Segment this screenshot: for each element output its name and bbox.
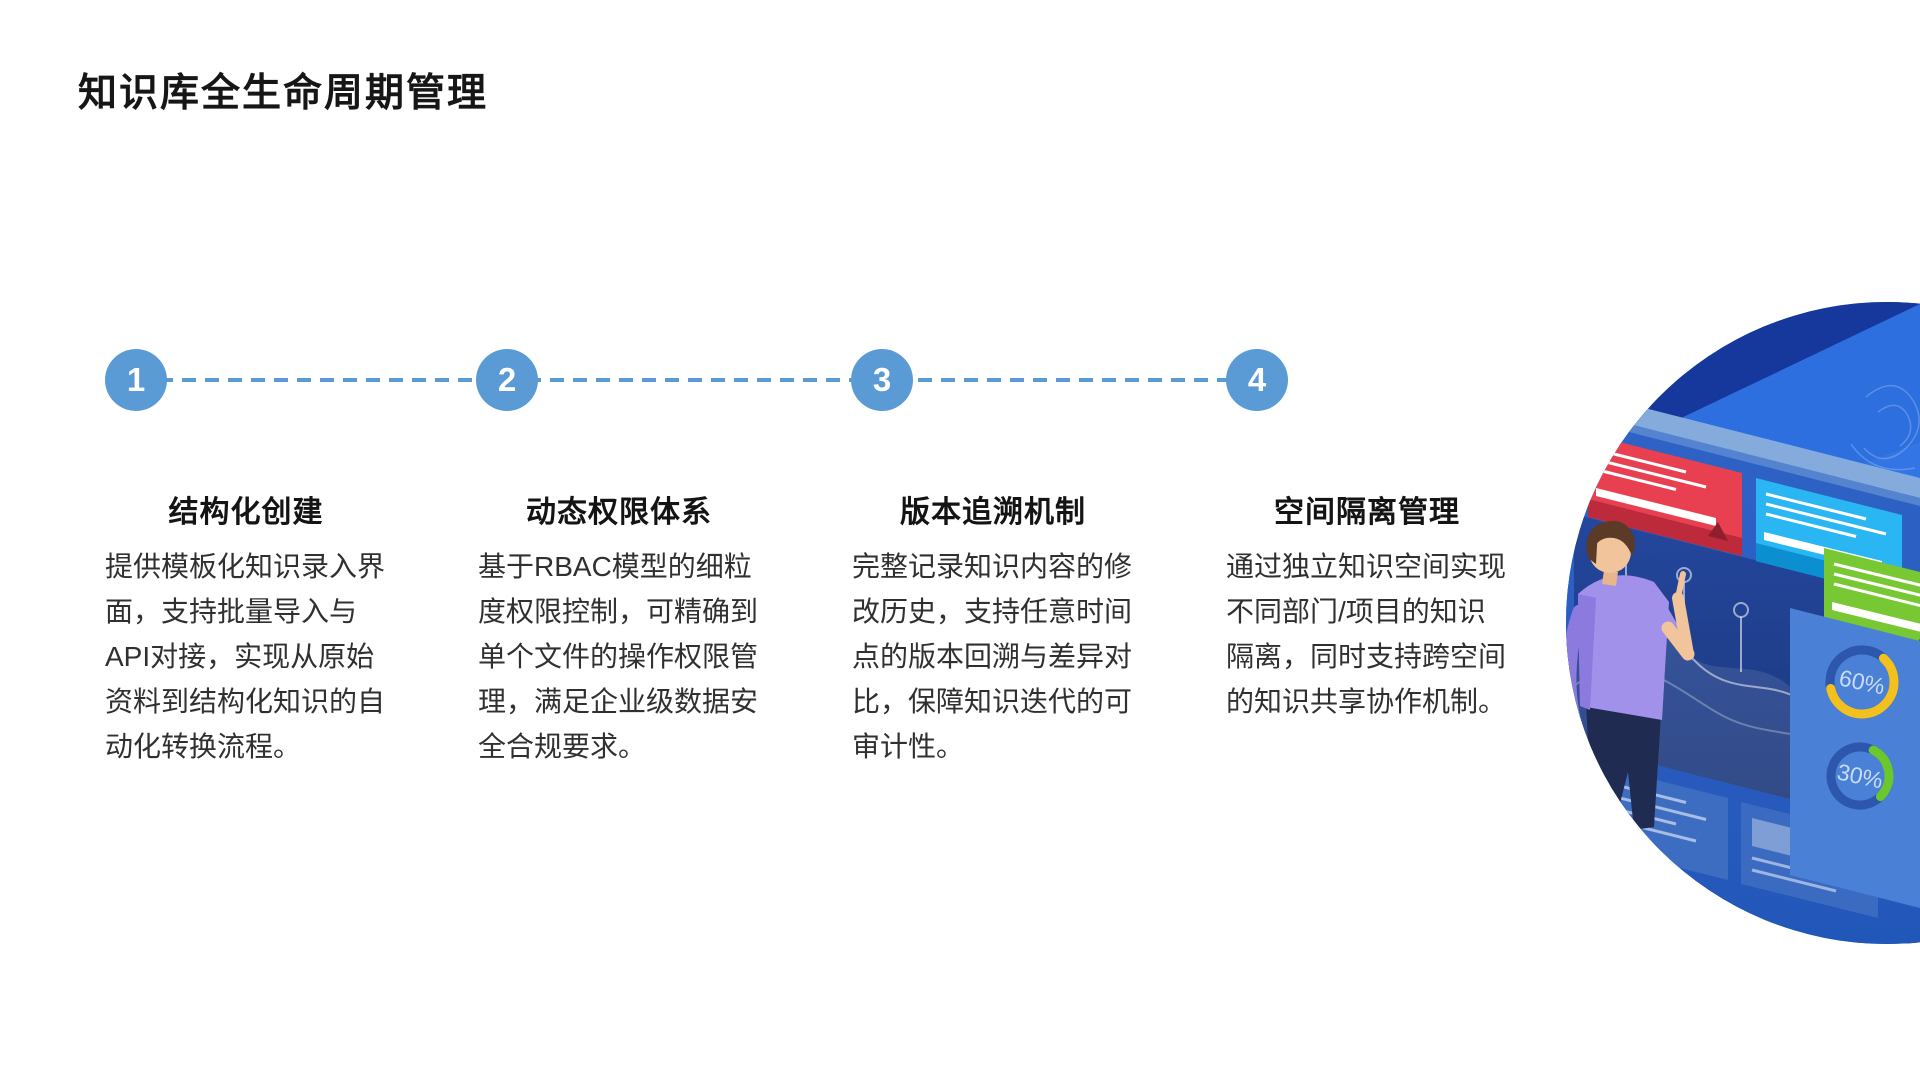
step-column: 结构化创建 提供模板化知识录入界 面，支持批量导入与 API对接，实现从原始 资… [105, 487, 387, 769]
page-title: 知识库全生命周期管理 [78, 72, 489, 115]
step-description: 基于RBAC模型的细粒 度权限控制，可精确到 单个文件的操作权限管 理，满足企业… [478, 551, 759, 762]
contour-swirl-decoration [1850, 384, 1920, 471]
step-column: 版本追溯机制 完整记录知识内容的修 改历史，支持任意时间 点的版本回溯与差异对 … [852, 487, 1134, 769]
step-description: 通过独立知识空间实现 不同部门/项目的知识 隔离，同时支持跨空间 的知识共享协作… [1226, 551, 1507, 717]
step-title: 结构化创建 [168, 496, 324, 529]
step-title: 动态权限体系 [526, 496, 712, 529]
step-description: 完整记录知识内容的修 改历史，支持任意时间 点的版本回溯与差异对 比，保障知识迭… [852, 551, 1133, 762]
step-title: 版本追溯机制 [900, 496, 1086, 529]
timeline-connector [136, 378, 1257, 382]
step-number-badge: 2 [476, 349, 538, 411]
step-column: 动态权限体系 基于RBAC模型的细粒 度权限控制，可精确到 单个文件的操作权限管… [478, 487, 760, 769]
donut-chart-panel: 60% 30% [1790, 608, 1920, 908]
step-number-badge: 1 [105, 349, 167, 411]
step-number-badge: 4 [1226, 349, 1288, 411]
dashboard-illustration: 60% 30% [1566, 302, 1920, 944]
step-title: 空间隔离管理 [1274, 496, 1460, 529]
red-alert-panel [1588, 434, 1742, 556]
step-column: 空间隔离管理 通过独立知识空间实现 不同部门/项目的知识 隔离，同时支持跨空间 … [1226, 487, 1508, 724]
step-number-badge: 3 [851, 349, 913, 411]
step-description: 提供模板化知识录入界 面，支持批量导入与 API对接，实现从原始 资料到结构化知… [105, 551, 386, 762]
